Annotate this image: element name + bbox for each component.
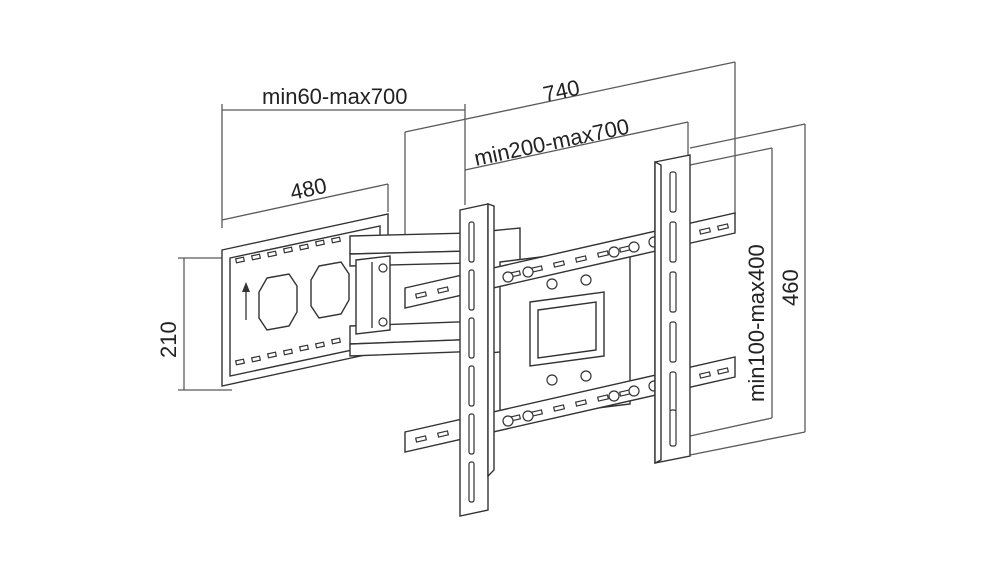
right-vertical-bracket bbox=[654, 154, 691, 465]
wall-plate-top-slots bbox=[234, 236, 342, 264]
wall-plate bbox=[221, 213, 389, 387]
label-wall-plate-range: min60-max700 bbox=[262, 84, 408, 109]
tv-center-plate bbox=[499, 245, 631, 421]
dimension-lines bbox=[178, 61, 806, 456]
lower-rail-slots bbox=[414, 367, 730, 443]
label-overall-width: 740 bbox=[541, 75, 582, 107]
upper-rail-slots bbox=[414, 223, 730, 299]
label-vertical-vesa-range: min100-max400 bbox=[744, 244, 769, 402]
label-overall-height: 460 bbox=[778, 269, 803, 306]
wall-plate-bottom-slots bbox=[234, 337, 342, 366]
label-wall-plate-height: 210 bbox=[156, 321, 181, 358]
label-arm-extension-range: min200-max700 bbox=[472, 114, 632, 171]
label-wall-plate-width: 480 bbox=[288, 173, 329, 205]
left-vertical-bracket bbox=[459, 203, 495, 517]
